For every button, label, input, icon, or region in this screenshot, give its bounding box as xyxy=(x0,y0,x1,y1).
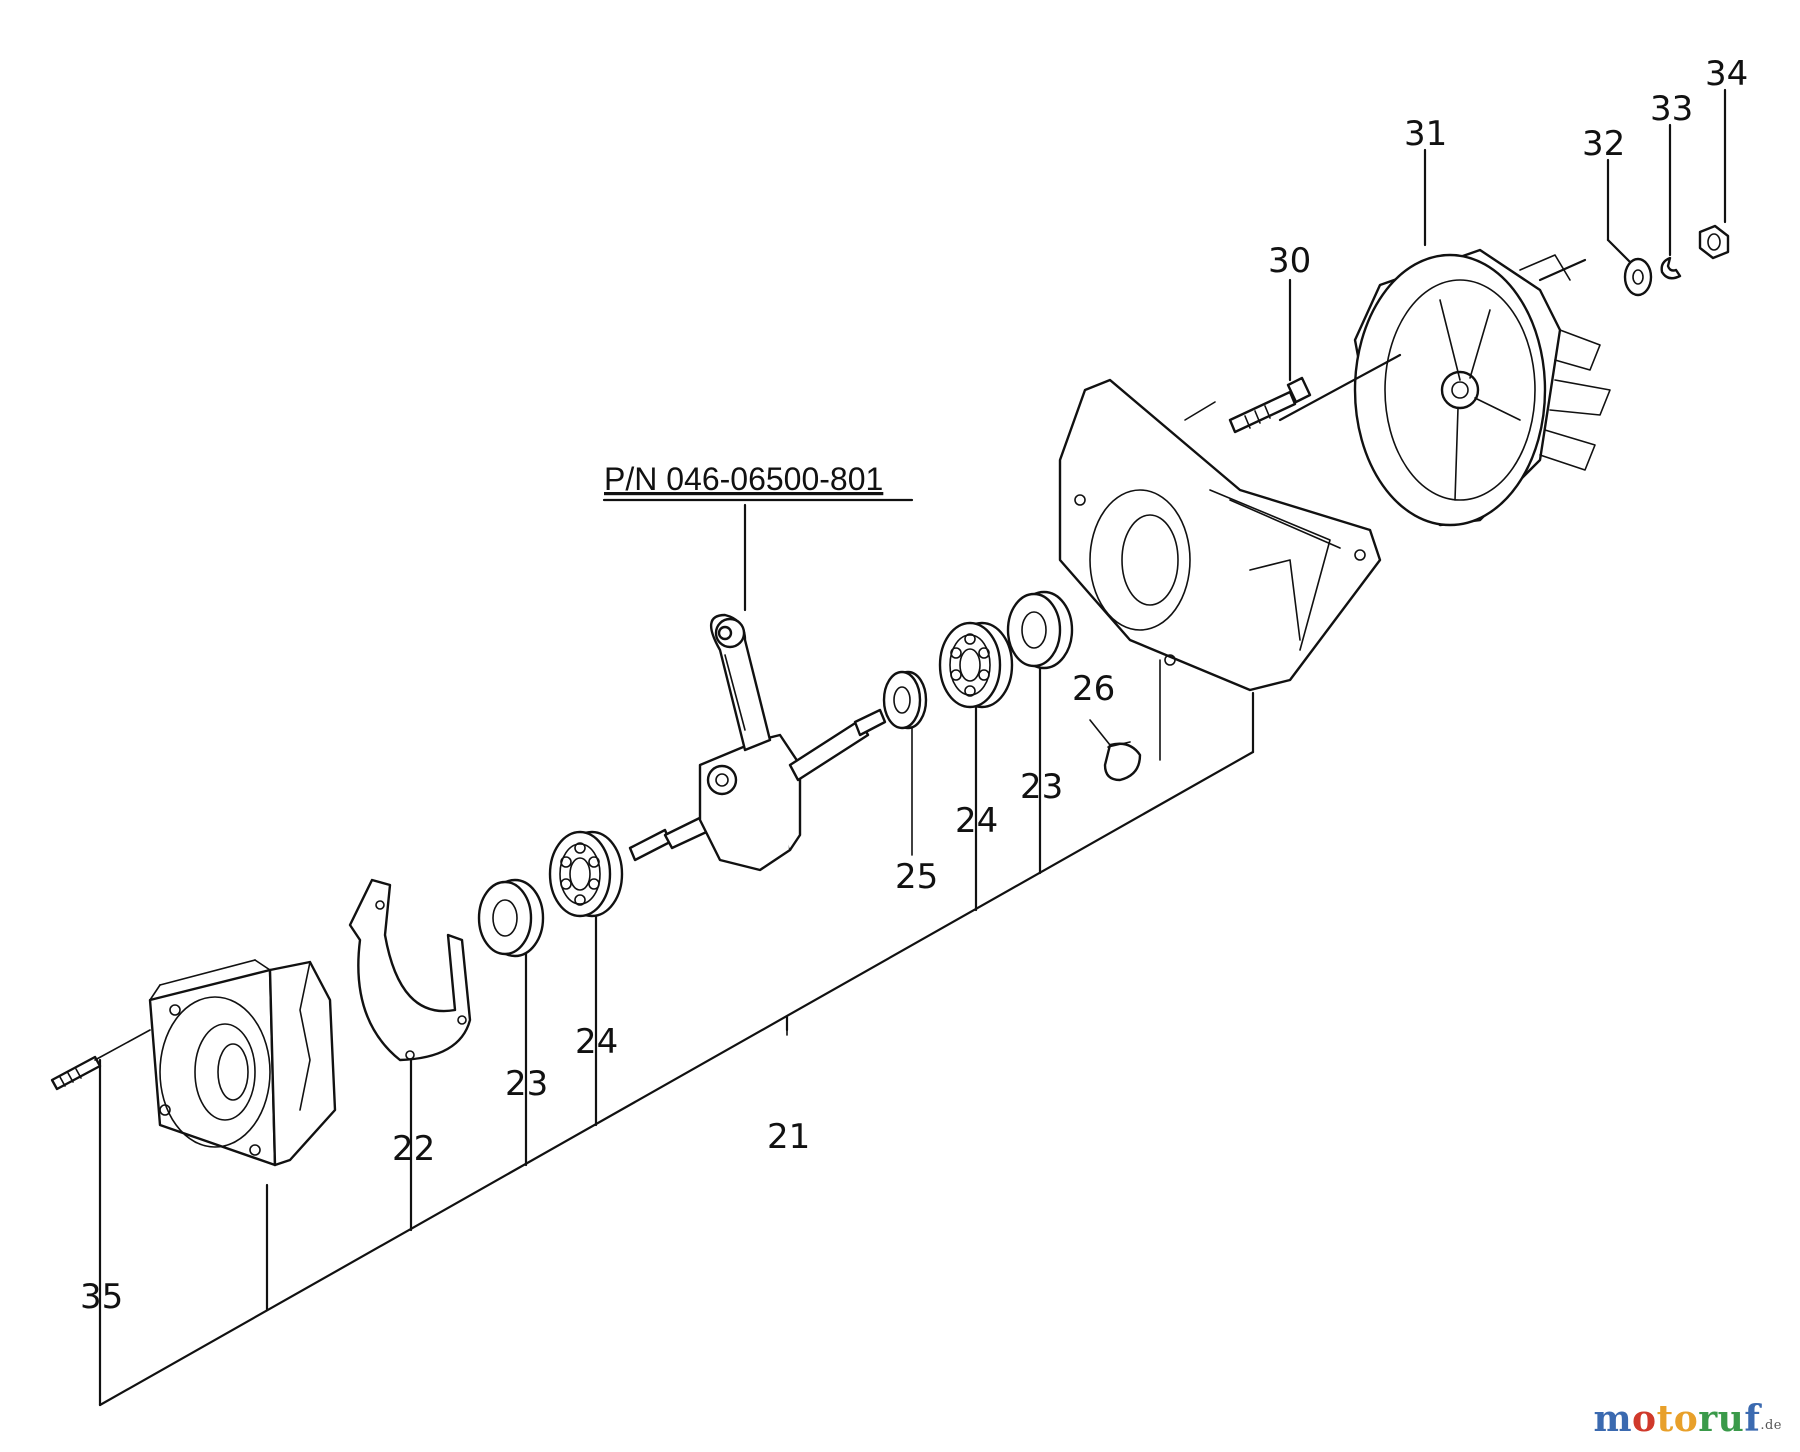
label-23-left: 23 xyxy=(505,1064,548,1104)
stud-35 xyxy=(50,1029,151,1091)
bearing-23-right xyxy=(1006,590,1074,670)
flywheel-31 xyxy=(1278,148,1611,527)
label-24-left: 24 xyxy=(575,1022,618,1062)
crankcase-half-left xyxy=(148,959,337,1167)
crankshaft-connecting-rod xyxy=(628,613,887,872)
spring-washer-33 xyxy=(1660,123,1682,280)
part-labels: P/N 046-06500-801 21 22 23 24 25 24 23 2… xyxy=(80,54,1748,1317)
label-34: 34 xyxy=(1705,54,1748,94)
label-35: 35 xyxy=(80,1277,123,1317)
label-31: 31 xyxy=(1404,114,1447,154)
kit-leader xyxy=(602,498,914,612)
watermark-part-1: m xyxy=(1593,1398,1633,1440)
nut-34 xyxy=(1698,88,1730,260)
label-32: 32 xyxy=(1582,124,1625,164)
bearing-23-left xyxy=(477,878,545,958)
gasket-22 xyxy=(348,878,472,1081)
ball-bearing-24-right xyxy=(938,621,1014,709)
label-24-right: 24 xyxy=(955,801,998,841)
watermark-part-3: to xyxy=(1656,1398,1699,1440)
watermark-suffix: .de xyxy=(1760,1418,1782,1433)
label-30: 30 xyxy=(1268,241,1311,281)
label-22: 22 xyxy=(392,1129,435,1169)
watermark-part-4: ru xyxy=(1698,1398,1745,1440)
washer-25 xyxy=(882,670,928,856)
washer-32 xyxy=(1606,158,1653,297)
crankcase-half-right xyxy=(1058,378,1382,692)
ball-bearing-24-left xyxy=(548,830,624,918)
watermark-part-5: f xyxy=(1744,1398,1761,1440)
assembly-bracket-21 xyxy=(98,643,1255,1407)
watermark-part-2: o xyxy=(1632,1398,1657,1440)
kit-part-number: P/N 046-06500-801 xyxy=(604,461,883,497)
watermark-logo: motoruf.de xyxy=(1593,1398,1782,1440)
label-23-right: 23 xyxy=(1020,767,1063,807)
label-21: 21 xyxy=(767,1117,810,1157)
label-33: 33 xyxy=(1650,89,1693,129)
plug-26 xyxy=(1089,659,1161,782)
label-25: 25 xyxy=(895,857,938,897)
bolt-30 xyxy=(1228,278,1312,434)
label-26: 26 xyxy=(1072,669,1115,709)
